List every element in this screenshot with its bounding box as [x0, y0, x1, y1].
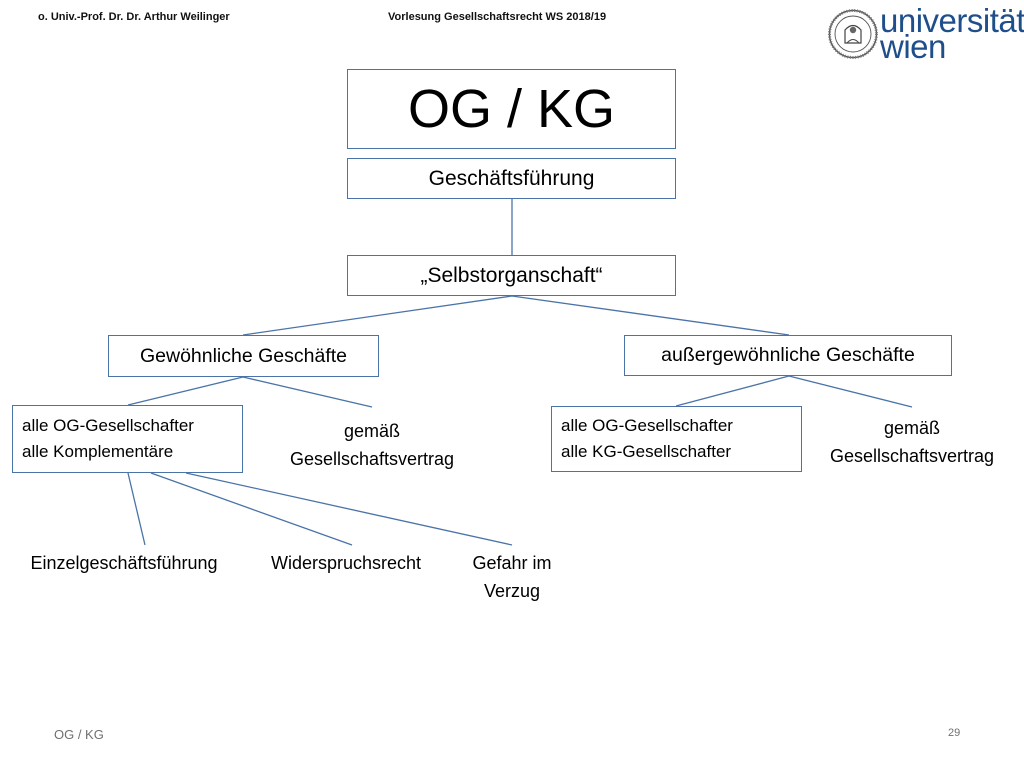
connector-principle-extraordinary	[511, 295, 790, 336]
danger-in-delay-line-1: Gefahr im	[472, 553, 552, 573]
ordinary-alternative-line-2: Gesellschaftsvertrag	[289, 449, 455, 469]
connector-urgency	[185, 472, 513, 546]
right-of-objection-label: Widerspruchsrecht	[270, 553, 422, 573]
connector-ordinary-box	[127, 376, 244, 406]
extraordinary-business-box: außergewöhnliche Geschäfte	[624, 335, 952, 376]
wordmark-line-2: wien	[880, 28, 946, 65]
page-number: 29	[948, 727, 961, 739]
university-seal-icon	[828, 9, 878, 59]
extraordinary-managers-line-2: alle KG-Gesellschafter	[561, 442, 732, 461]
footer-label: OG / KG	[54, 727, 104, 742]
connector-ordinary-alt	[242, 376, 373, 408]
connector-extraordinary-box	[675, 375, 790, 407]
header-author: o. Univ.-Prof. Dr. Dr. Arthur Weilinger	[38, 11, 230, 23]
management-box: Geschäftsführung	[347, 158, 676, 199]
university-logo: universität wien	[824, 4, 1024, 64]
principle-box: „Selbstorganschaft“	[347, 255, 676, 296]
connector-principle-ordinary	[242, 295, 513, 336]
title-box: OG / KG	[347, 69, 676, 149]
connector-objection	[150, 472, 353, 546]
ordinary-alternative-line-1: gemäß	[343, 421, 401, 441]
danger-in-delay-line-2: Verzug	[483, 581, 541, 601]
extraordinary-alternative-line-2: Gesellschaftsvertrag	[829, 446, 995, 466]
extraordinary-managers-box: alle OG-Gesellschafter alle KG-Gesellsch…	[551, 406, 802, 472]
ordinary-business-box: Gewöhnliche Geschäfte	[108, 335, 379, 377]
extraordinary-alternative-line-1: gemäß	[883, 418, 941, 438]
connector-extraordinary-alt	[788, 375, 913, 408]
header-course: Vorlesung Gesellschaftsrecht WS 2018/19	[388, 11, 607, 23]
ordinary-alternative: gemäß Gesellschaftsvertrag	[282, 417, 462, 473]
university-wordmark: universität wien	[880, 2, 1024, 65]
danger-in-delay-label: Gefahr im Verzug	[462, 549, 562, 605]
ordinary-managers-line-2: alle Komplementäre	[22, 442, 174, 461]
sole-management-label: Einzelgeschäftsführung	[30, 553, 218, 573]
extraordinary-alternative: gemäß Gesellschaftsvertrag	[820, 414, 1004, 470]
ordinary-managers-box: alle OG-Gesellschafter alle Komplementär…	[12, 405, 243, 473]
connector-sole	[127, 472, 146, 546]
wordmark-line-1: universität	[880, 2, 1024, 39]
ordinary-managers-line-1: alle OG-Gesellschafter	[22, 416, 194, 435]
extraordinary-managers-line-1: alle OG-Gesellschafter	[561, 416, 733, 435]
